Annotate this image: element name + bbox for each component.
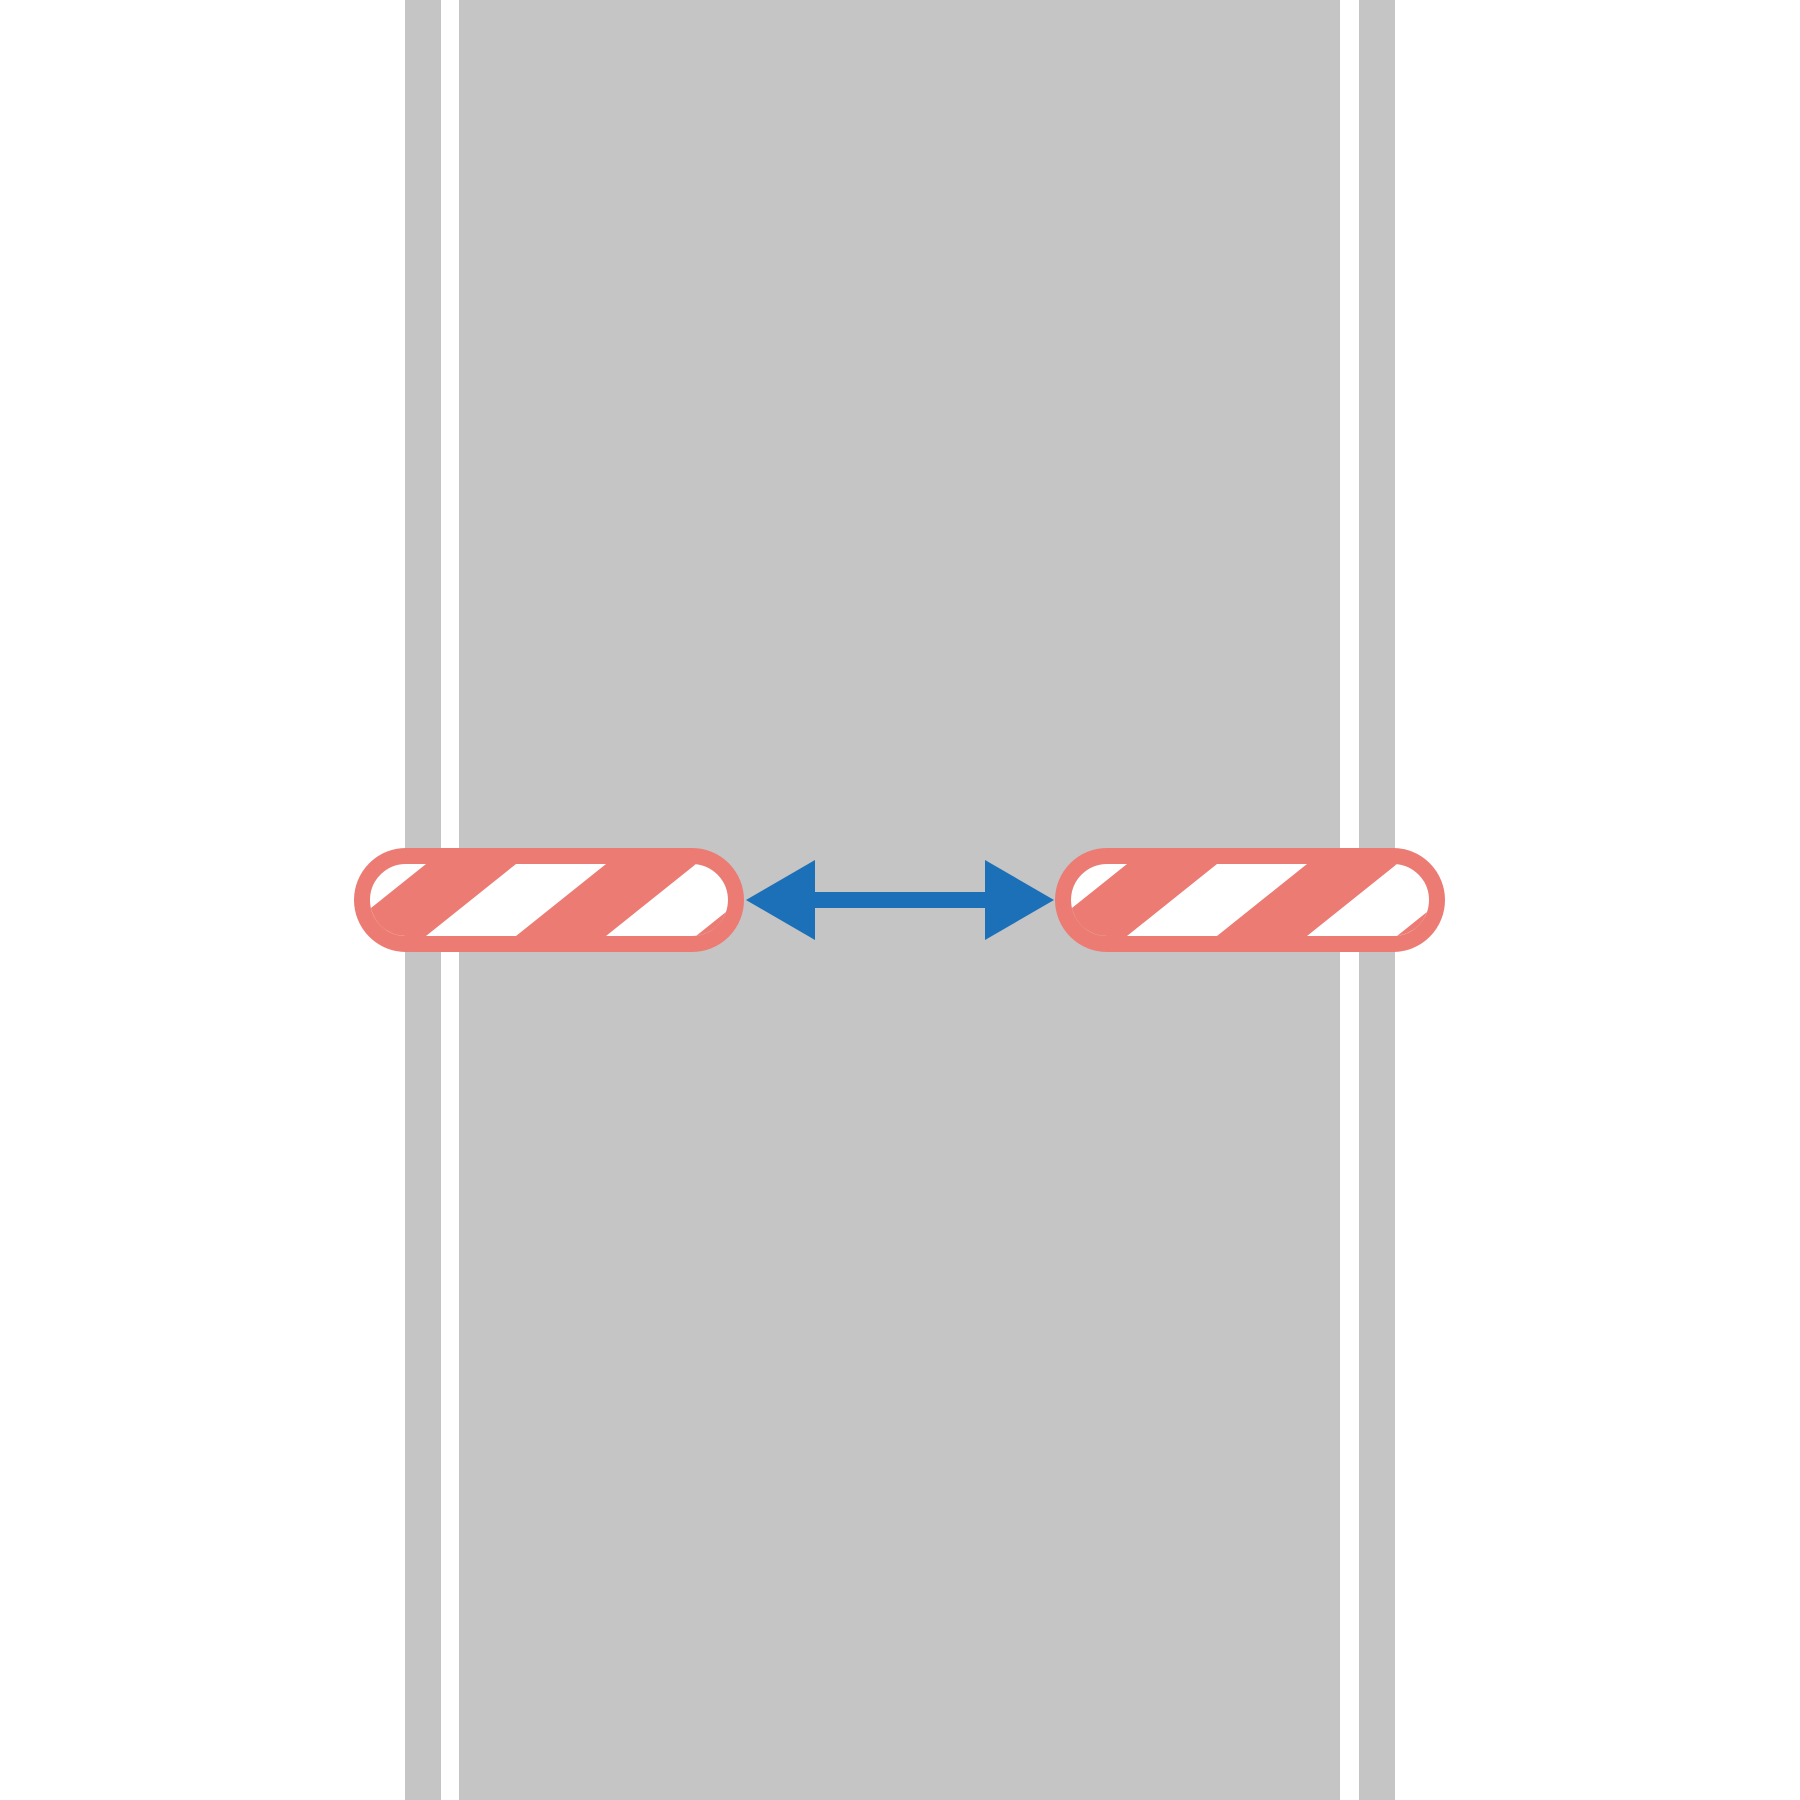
barrier-right-outline <box>1055 848 1445 952</box>
barrier-left-stripes <box>370 864 728 936</box>
barrier-left-stripe-2 <box>516 864 696 936</box>
arrow-head-left <box>746 860 815 940</box>
barrier-right-stripe-2 <box>1217 864 1397 936</box>
arrow-shaft <box>813 892 987 908</box>
double-headed-arrow-icon <box>746 860 1054 940</box>
arrow-head-right <box>985 860 1054 940</box>
barrier-right <box>1055 848 1445 952</box>
barrier-left-outline <box>354 848 744 952</box>
barrier-left <box>354 848 744 952</box>
barrier-left-stripe-1 <box>370 864 516 936</box>
barrier-right-stripe-1 <box>1071 864 1217 936</box>
barrier-right-stripes <box>1071 864 1429 936</box>
